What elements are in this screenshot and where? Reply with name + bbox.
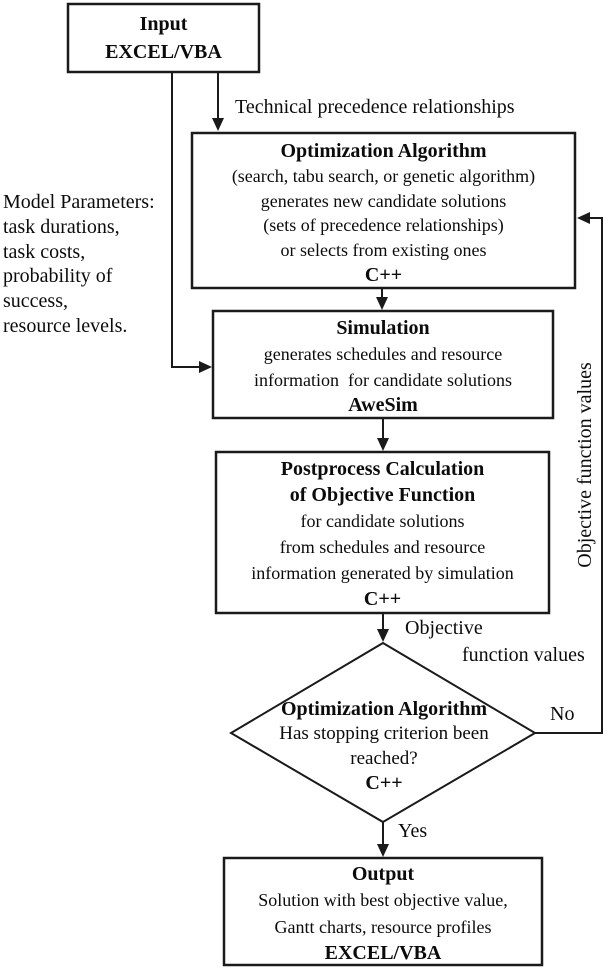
postprocess-tool: C++ [363, 588, 402, 610]
postprocess-body-line: for candidate solutions [300, 511, 465, 531]
label-objective-line1: Objective [405, 617, 483, 639]
node-input-box [66, 2, 261, 74]
arrowhead-into-optimization [212, 118, 224, 131]
optimization-tool: C++ [364, 263, 403, 286]
label-technical-precedence: Technical precedence relationships [235, 96, 515, 118]
node-optimization-text: Optimization Algorithm (search, tabu sea… [192, 139, 575, 288]
decision-tool: C++ [365, 772, 403, 795]
postprocess-body-line: from schedules and resource [279, 537, 486, 557]
input-title: Input [139, 13, 188, 35]
output-body-line: Gantt charts, resource profiles [274, 916, 492, 937]
label-no-branch: No [550, 703, 575, 725]
node-postprocess-box [214, 450, 551, 615]
arrowhead-into-postprocess [377, 438, 389, 451]
node-decision-diamond [229, 641, 537, 824]
model-parameters-line: Model Parameters: [3, 191, 155, 213]
optimization-body-line: (search, tabu search, or genetic algorit… [231, 165, 536, 186]
model-parameters-line: success, [3, 290, 68, 313]
optimization-body-line: generates new candidate solutions [260, 190, 507, 211]
node-output-text: Output Solution with best objective valu… [224, 861, 542, 966]
arrowhead-into-output [377, 844, 389, 857]
label-feedback-objective-values: Objective function values [574, 362, 596, 568]
postprocess-title-line1: Postprocess Calculation [280, 458, 485, 480]
arrowhead-into-simulation-top [376, 297, 388, 310]
output-body-line: Solution with best objective value, [258, 890, 508, 911]
node-postprocess-text: Postprocess Calculation of Objective Fun… [216, 456, 549, 612]
node-output-box [222, 856, 544, 967]
optimization-body-line: (sets of precedence relationships) [263, 215, 504, 236]
input-tool: EXCEL/VBA [105, 41, 222, 63]
decision-body-line: Has stopping criterion been [279, 722, 489, 744]
optimization-body-line: or selects from existing ones [280, 240, 487, 261]
model-parameters-line: task durations, [3, 215, 120, 238]
node-simulation-box [211, 309, 555, 420]
edge-feedback-loop [535, 217, 603, 734]
simulation-title: Simulation [336, 317, 430, 339]
node-input-text: Input EXCEL/VBA [68, 10, 259, 66]
postprocess-body-line: information generated by simulation [251, 563, 514, 583]
output-title: Output [351, 863, 415, 885]
arrowhead-feedback-into-optimization [577, 212, 590, 224]
node-decision-text: Optimization Algorithm Has stopping crit… [233, 697, 535, 796]
decision-title: Optimization Algorithm [280, 698, 488, 720]
label-yes-branch: Yes [398, 820, 428, 842]
node-simulation-text: Simulation generates schedules and resou… [213, 316, 553, 419]
output-tool: EXCEL/VBA [324, 941, 442, 964]
simulation-body-line: information for candidate solutions [254, 369, 512, 390]
simulation-tool: AweSim [348, 394, 418, 417]
decision-body-line: reached? [350, 747, 418, 769]
postprocess-title-line2: of Objective Function [289, 484, 476, 506]
model-parameters-line: resource levels. [3, 314, 128, 337]
label-objective-line2: function values [462, 644, 585, 666]
label-model-parameters: Model Parameters: task durations, task c… [3, 190, 155, 339]
arrowhead-into-simulation-left [199, 361, 212, 373]
model-parameters-line: probability of [3, 265, 113, 288]
simulation-body-line: generates schedules and resource [263, 343, 503, 364]
node-optimization-box [190, 131, 577, 290]
edge-input-to-simulation [171, 72, 200, 368]
arrowhead-into-decision [377, 629, 389, 642]
model-parameters-line: task costs, [3, 240, 86, 263]
optimization-title: Optimization Algorithm [280, 140, 487, 162]
